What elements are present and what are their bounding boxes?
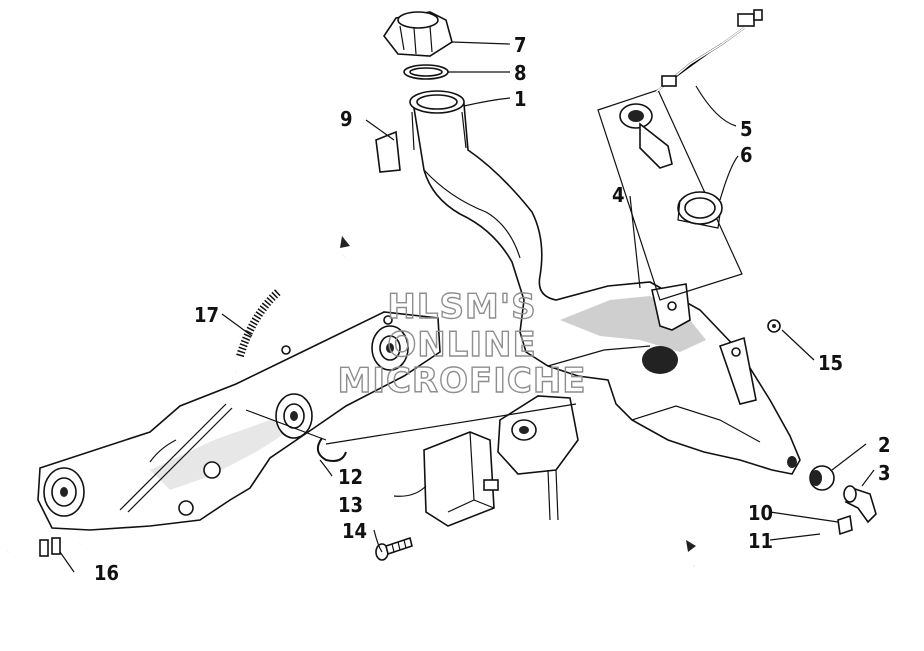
callout-8: 8 — [514, 61, 527, 85]
fuel-pump — [423, 431, 499, 527]
gasket — [403, 64, 449, 80]
retaining-clip — [245, 409, 347, 462]
fuel-cap — [383, 11, 453, 57]
elbow-fitting — [843, 485, 877, 524]
callout-3: 3 — [878, 461, 891, 485]
callout-2: 2 — [878, 433, 891, 457]
callout-12: 12 — [338, 465, 363, 489]
fuel-tank — [409, 90, 801, 475]
gear-hub-middle — [275, 393, 313, 439]
frame-plate — [37, 311, 441, 531]
callout-13: 13 — [338, 493, 363, 517]
mounting-bracket — [497, 395, 579, 521]
grommet — [767, 319, 781, 333]
breather-hose — [232, 236, 350, 373]
decal — [375, 130, 401, 173]
fuel-line-left — [7, 537, 81, 557]
watermark: HLSM'S ONLINE MICROFICHE — [337, 286, 586, 401]
callout-14: 14 — [342, 519, 367, 543]
watermark-line-3: MICROFICHE — [337, 361, 586, 401]
callout-1: 1 — [514, 87, 527, 111]
fuel-line-right — [686, 530, 840, 575]
callout-16: 16 — [94, 561, 119, 585]
watermark-line-1: HLSM'S — [387, 287, 536, 327]
callout-11: 11 — [748, 529, 773, 553]
callout-labels: 1 2 3 4 5 6 7 8 9 10 11 12 13 14 15 16 1… — [94, 33, 891, 585]
callout-6: 6 — [740, 143, 753, 167]
hose-clamp — [837, 514, 853, 536]
callout-7: 7 — [514, 33, 527, 57]
leader-lines — [59, 41, 875, 573]
screw — [375, 536, 413, 561]
gear-hub-right — [371, 325, 409, 371]
callout-15: 15 — [818, 351, 843, 375]
callout-9: 9 — [340, 107, 353, 131]
callout-5: 5 — [740, 117, 753, 141]
callout-10: 10 — [748, 501, 773, 525]
gear-hub-left — [43, 467, 85, 517]
watermark-line-2: ONLINE — [387, 325, 536, 365]
fuel-sender-assembly — [597, 9, 763, 301]
callout-17: 17 — [194, 303, 219, 327]
callout-4: 4 — [612, 183, 625, 207]
outlet-grommet — [809, 465, 835, 491]
